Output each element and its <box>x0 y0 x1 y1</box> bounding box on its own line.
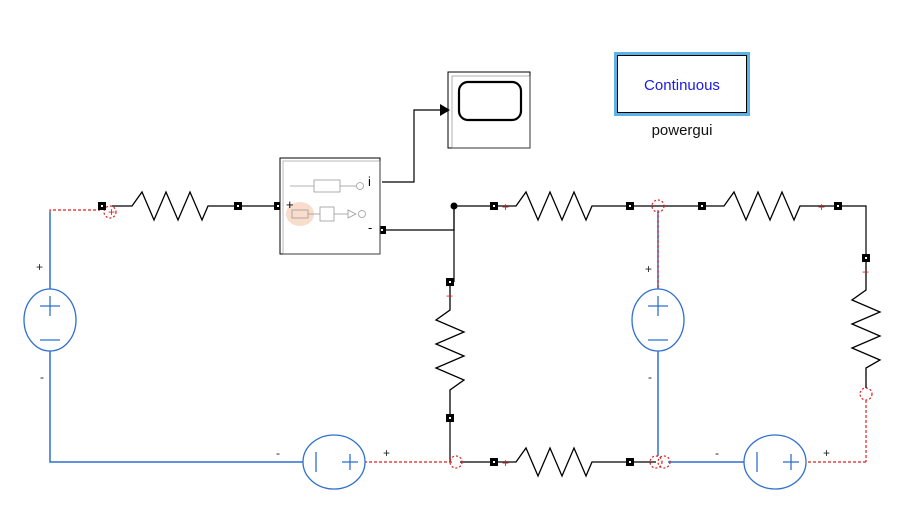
bottom-left-source-plus-sign: + <box>383 446 391 460</box>
powergui-block[interactable]: Continuous <box>614 52 750 116</box>
open-port-left[interactable] <box>103 205 117 219</box>
meter-plus-label: + <box>286 197 294 212</box>
red-unconnected-lines <box>49 209 867 463</box>
voltage-source-bottom-left[interactable] <box>302 434 366 490</box>
plus-mark-r3: + <box>818 200 825 214</box>
open-port-bottom-node[interactable] <box>449 455 463 469</box>
resistor-plus-marks: + + + + + + <box>108 200 869 470</box>
port-r2-left[interactable] <box>490 202 498 210</box>
scope-screen-icon <box>457 80 523 122</box>
red-line-left[interactable] <box>49 209 100 212</box>
bottom-left-source-minus-sign: - <box>276 446 280 460</box>
voltage-source-middle[interactable] <box>631 288 685 352</box>
port-r1-left[interactable] <box>98 202 106 210</box>
port-r1-right[interactable] <box>234 202 242 210</box>
junction-node[interactable] <box>450 202 458 210</box>
voltage-source-bottom-right[interactable] <box>743 434 807 490</box>
bottom-right-source-plus-sign: + <box>823 446 831 460</box>
open-port-bottom-mid-a[interactable] <box>649 455 663 469</box>
resistor-top-right[interactable] <box>702 190 838 222</box>
port-meter-plus[interactable] <box>274 202 282 210</box>
plus-mark-r2: + <box>502 200 509 214</box>
resistor-top-left[interactable] <box>112 190 238 222</box>
current-meter-icon <box>286 179 366 226</box>
left-source-minus-sign: - <box>40 370 44 384</box>
port-r3-left[interactable] <box>698 202 706 210</box>
plus-mark-r5: + <box>502 456 509 470</box>
voltage-sources <box>23 288 807 490</box>
open-port-bottom-mid-b[interactable] <box>657 455 671 469</box>
port-meter-minus[interactable] <box>378 226 386 234</box>
port-connectors <box>98 202 870 466</box>
plus-mark-r4: + <box>446 289 453 303</box>
plus-mark-r1: + <box>108 205 115 219</box>
port-r5-right[interactable] <box>626 458 634 466</box>
port-r4-bottom[interactable] <box>446 414 454 422</box>
port-r3-right[interactable] <box>834 202 842 210</box>
open-port-right-vertical[interactable] <box>859 387 873 401</box>
resistors <box>112 190 882 478</box>
plus-mark-r6: + <box>862 265 869 279</box>
middle-source-minus-sign: - <box>648 370 652 384</box>
powergui-block-name: powergui <box>651 122 713 139</box>
resistor-top-middle[interactable] <box>494 190 632 222</box>
blue-wire-left-bottom[interactable] <box>49 350 304 463</box>
port-r5-left[interactable] <box>490 458 498 466</box>
resistor-vertical-middle[interactable] <box>434 282 466 420</box>
open-port-top-mid[interactable] <box>651 199 665 213</box>
meter-minus-label: - <box>368 220 373 235</box>
port-r2-right[interactable] <box>626 202 634 210</box>
wire-i-to-scope[interactable] <box>382 109 440 183</box>
current-measurement-block[interactable] <box>279 157 381 255</box>
resistor-bottom[interactable] <box>494 446 630 478</box>
bottom-right-source-minus-sign: - <box>715 446 719 460</box>
powergui-mode-label: Continuous <box>644 77 720 94</box>
black-signal-wires <box>238 109 867 463</box>
meter-i-label: i <box>368 174 371 189</box>
middle-source-plus-sign: + <box>645 262 653 276</box>
open-port-markers <box>103 199 873 469</box>
left-source-plus-sign: + <box>36 260 44 274</box>
scope-block[interactable] <box>447 71 531 149</box>
voltage-source-left[interactable] <box>23 288 77 352</box>
scope-input-arrow-icon <box>440 104 450 116</box>
resistor-vertical-right[interactable] <box>850 258 882 388</box>
port-r6-top[interactable] <box>862 254 870 262</box>
wire-meter-to-node[interactable] <box>382 205 494 231</box>
port-r4-top[interactable] <box>446 278 454 286</box>
wire-right-top[interactable] <box>838 205 867 258</box>
